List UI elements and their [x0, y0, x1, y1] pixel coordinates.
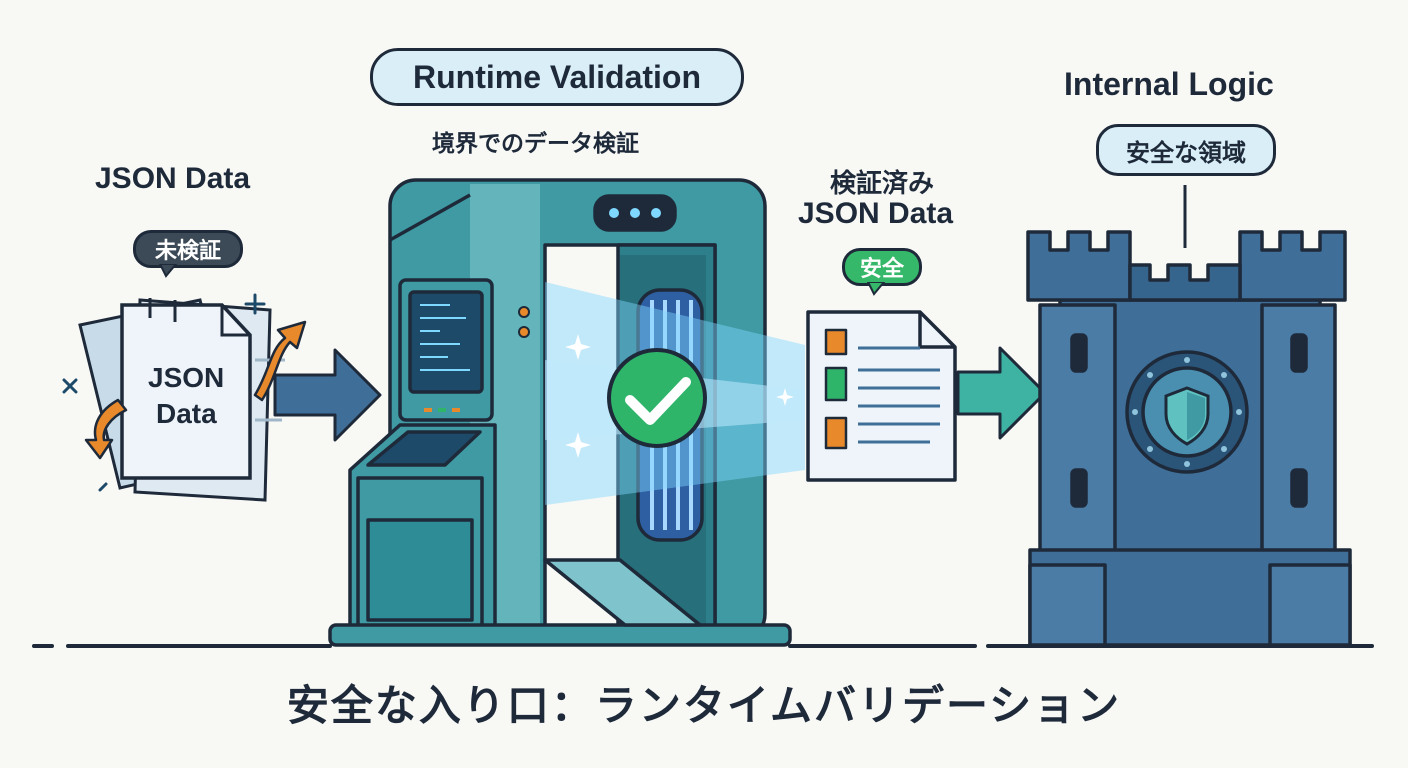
- safe-zone-badge: 安全な領域: [1096, 124, 1276, 176]
- internal-logic-title: Internal Logic: [1064, 66, 1274, 102]
- check-icon: [607, 348, 707, 448]
- runtime-validation-subtitle: 境界でのデータ検証: [432, 131, 639, 157]
- runtime-validation-title: Runtime Validation: [370, 48, 744, 106]
- verified-json-document: [806, 310, 957, 482]
- arrow-to-castle: [956, 346, 1047, 440]
- document-text-line2: Data: [156, 398, 217, 429]
- unverified-badge: 未検証: [133, 230, 243, 268]
- verified-heading-line2: JSON Data: [798, 197, 954, 230]
- document-text-line1: JSON: [148, 362, 225, 393]
- safe-badge-pointer: [866, 282, 886, 296]
- safe-badge: 安全: [842, 248, 922, 286]
- chaos-arrows: [84, 320, 307, 460]
- unverified-json-documents: [78, 298, 285, 502]
- arrow-to-gate: [273, 348, 382, 442]
- sparkle-marks: [62, 293, 266, 492]
- input-heading: JSON Data: [95, 162, 251, 195]
- verified-heading-line1: 検証済み: [830, 169, 935, 199]
- beam-sparkles: [565, 334, 794, 458]
- bottom-caption: 安全な入り口：ランタイムバリデーション: [286, 681, 1122, 730]
- unverified-badge-pointer: [158, 264, 178, 278]
